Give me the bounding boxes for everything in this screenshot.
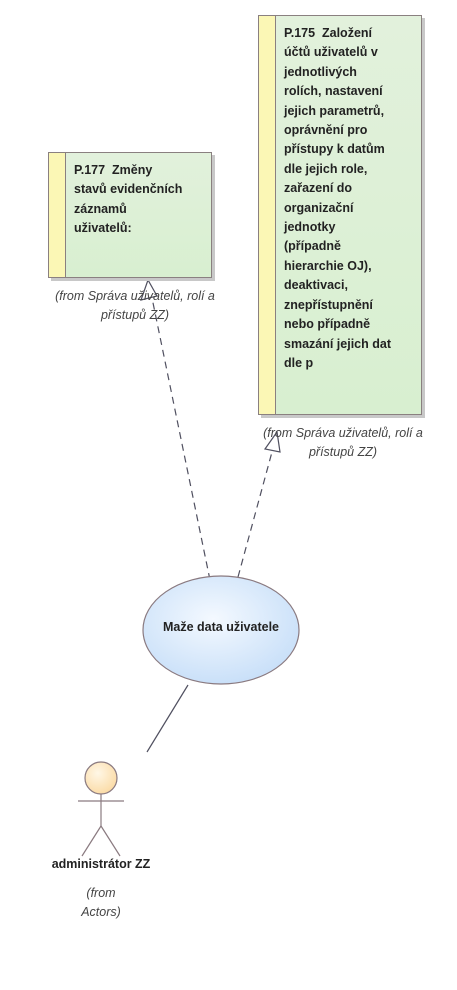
requirement-p177[interactable]: P.177 Změny stavů evidenčních záznamů už… xyxy=(48,152,212,278)
actor-figure[interactable] xyxy=(78,761,124,857)
requirement-p175-from: (from Správa uživatelů, rolí a přístupů … xyxy=(263,426,423,459)
dependency-to-p175[interactable] xyxy=(237,430,281,578)
requirement-stripe xyxy=(259,16,276,414)
dependency-to-p177[interactable] xyxy=(140,278,211,581)
requirement-p175[interactable]: P.175 Založení účtů uživatelů v jednotli… xyxy=(258,15,422,415)
actor-head xyxy=(84,761,118,795)
requirement-p177-from: (from Správa uživatelů, rolí a přístupů … xyxy=(55,289,215,322)
actor-from: (from Actors) xyxy=(81,886,121,919)
requirement-p175-text: P.175 Založení účtů uživatelů v jednotli… xyxy=(284,26,391,370)
actor-label: administrátor ZZ xyxy=(51,857,151,871)
requirement-p177-text: P.177 Změny stavů evidenčních záznamů už… xyxy=(74,163,183,236)
use-case-shape[interactable] xyxy=(142,575,300,685)
requirement-stripe xyxy=(49,153,66,277)
association-line[interactable] xyxy=(146,684,189,753)
use-case-label: Maže data uživatele xyxy=(162,620,279,634)
